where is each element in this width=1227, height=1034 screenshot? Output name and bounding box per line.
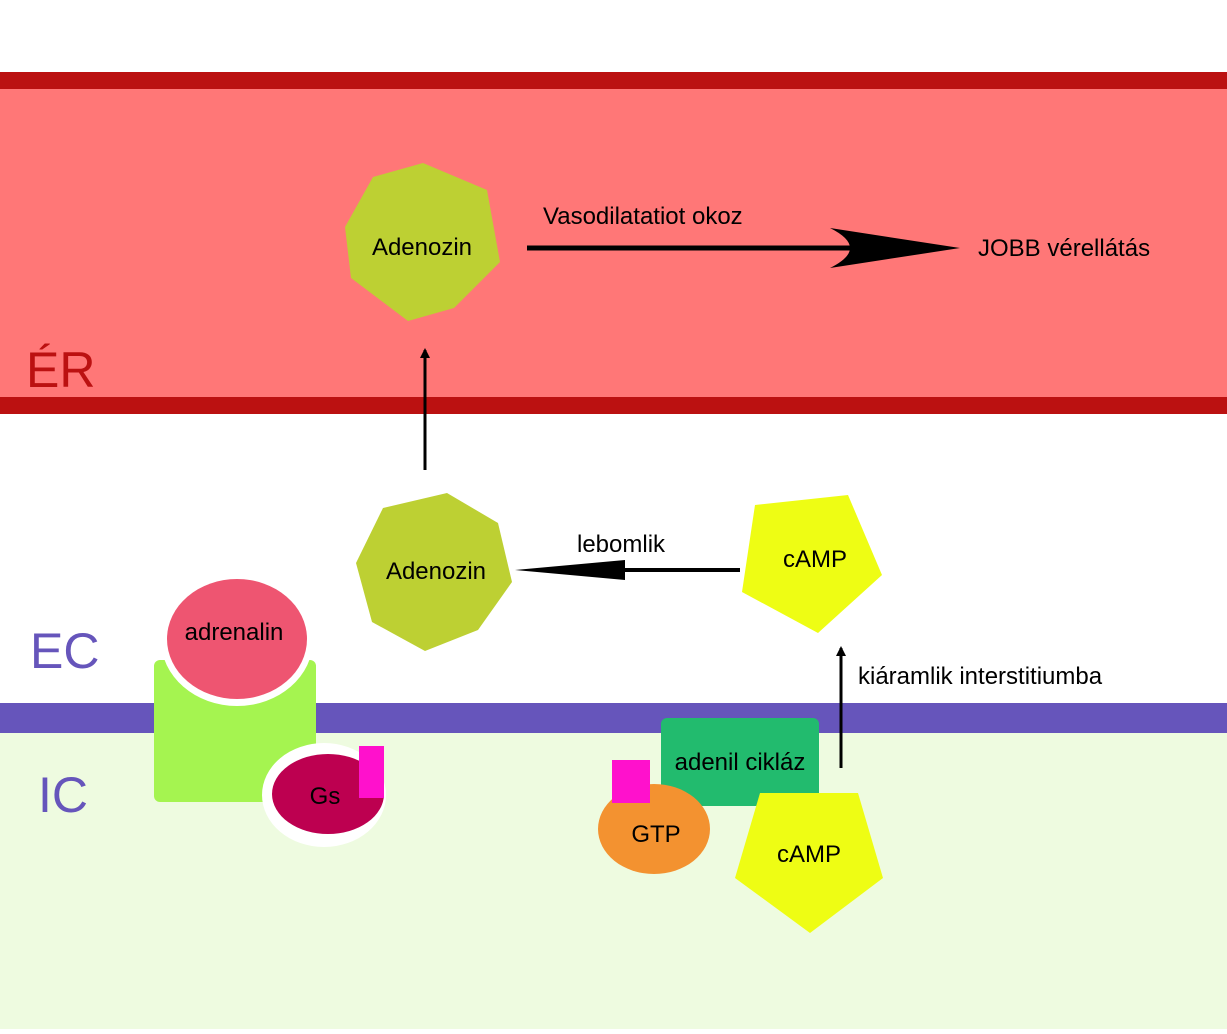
better-supply-label: JOBB vérellátás: [978, 235, 1150, 262]
label-extracellular: EC: [30, 623, 99, 679]
vessel-wall-bottom: [0, 397, 1227, 414]
gs-protein: Gs: [262, 743, 386, 847]
label-intracellular: IC: [38, 767, 88, 823]
degradation-label: lebomlik: [577, 531, 666, 558]
vasodilation-arrow: [527, 228, 960, 268]
gtp-phosphate: [612, 760, 650, 803]
adrenaline: adrenalin: [167, 579, 307, 699]
adrenaline-label: adrenalin: [185, 619, 284, 646]
degradation-arrow: [515, 560, 740, 580]
adenylyl-cyclase: adenil cikláz: [661, 718, 819, 806]
adenosine-vessel-label: Adenozin: [372, 234, 472, 261]
vessel-wall-top: [0, 72, 1227, 89]
gtp: GTP: [598, 760, 710, 874]
gtp-label: GTP: [631, 821, 680, 848]
gs-label: Gs: [310, 783, 341, 810]
efflux-label: kiáramlik interstitiumba: [858, 663, 1103, 690]
vessel-region: [0, 72, 1227, 414]
adenylyl-cyclase-label: adenil cikláz: [675, 749, 806, 776]
label-vessel: ÉR: [26, 342, 95, 398]
camp-ic: cAMP: [735, 793, 883, 933]
adenosine-ec-label: Adenozin: [386, 558, 486, 585]
camp-ec: cAMP: [742, 495, 882, 633]
adenosine-ec: Adenozin: [356, 493, 512, 651]
camp-ic-label: cAMP: [777, 841, 841, 868]
adenosine-vessel: Adenozin: [345, 163, 500, 321]
vasodilation-label: Vasodilatatiot okoz: [543, 203, 743, 230]
gs-phosphate: [359, 746, 384, 798]
camp-ec-label: cAMP: [783, 546, 847, 573]
